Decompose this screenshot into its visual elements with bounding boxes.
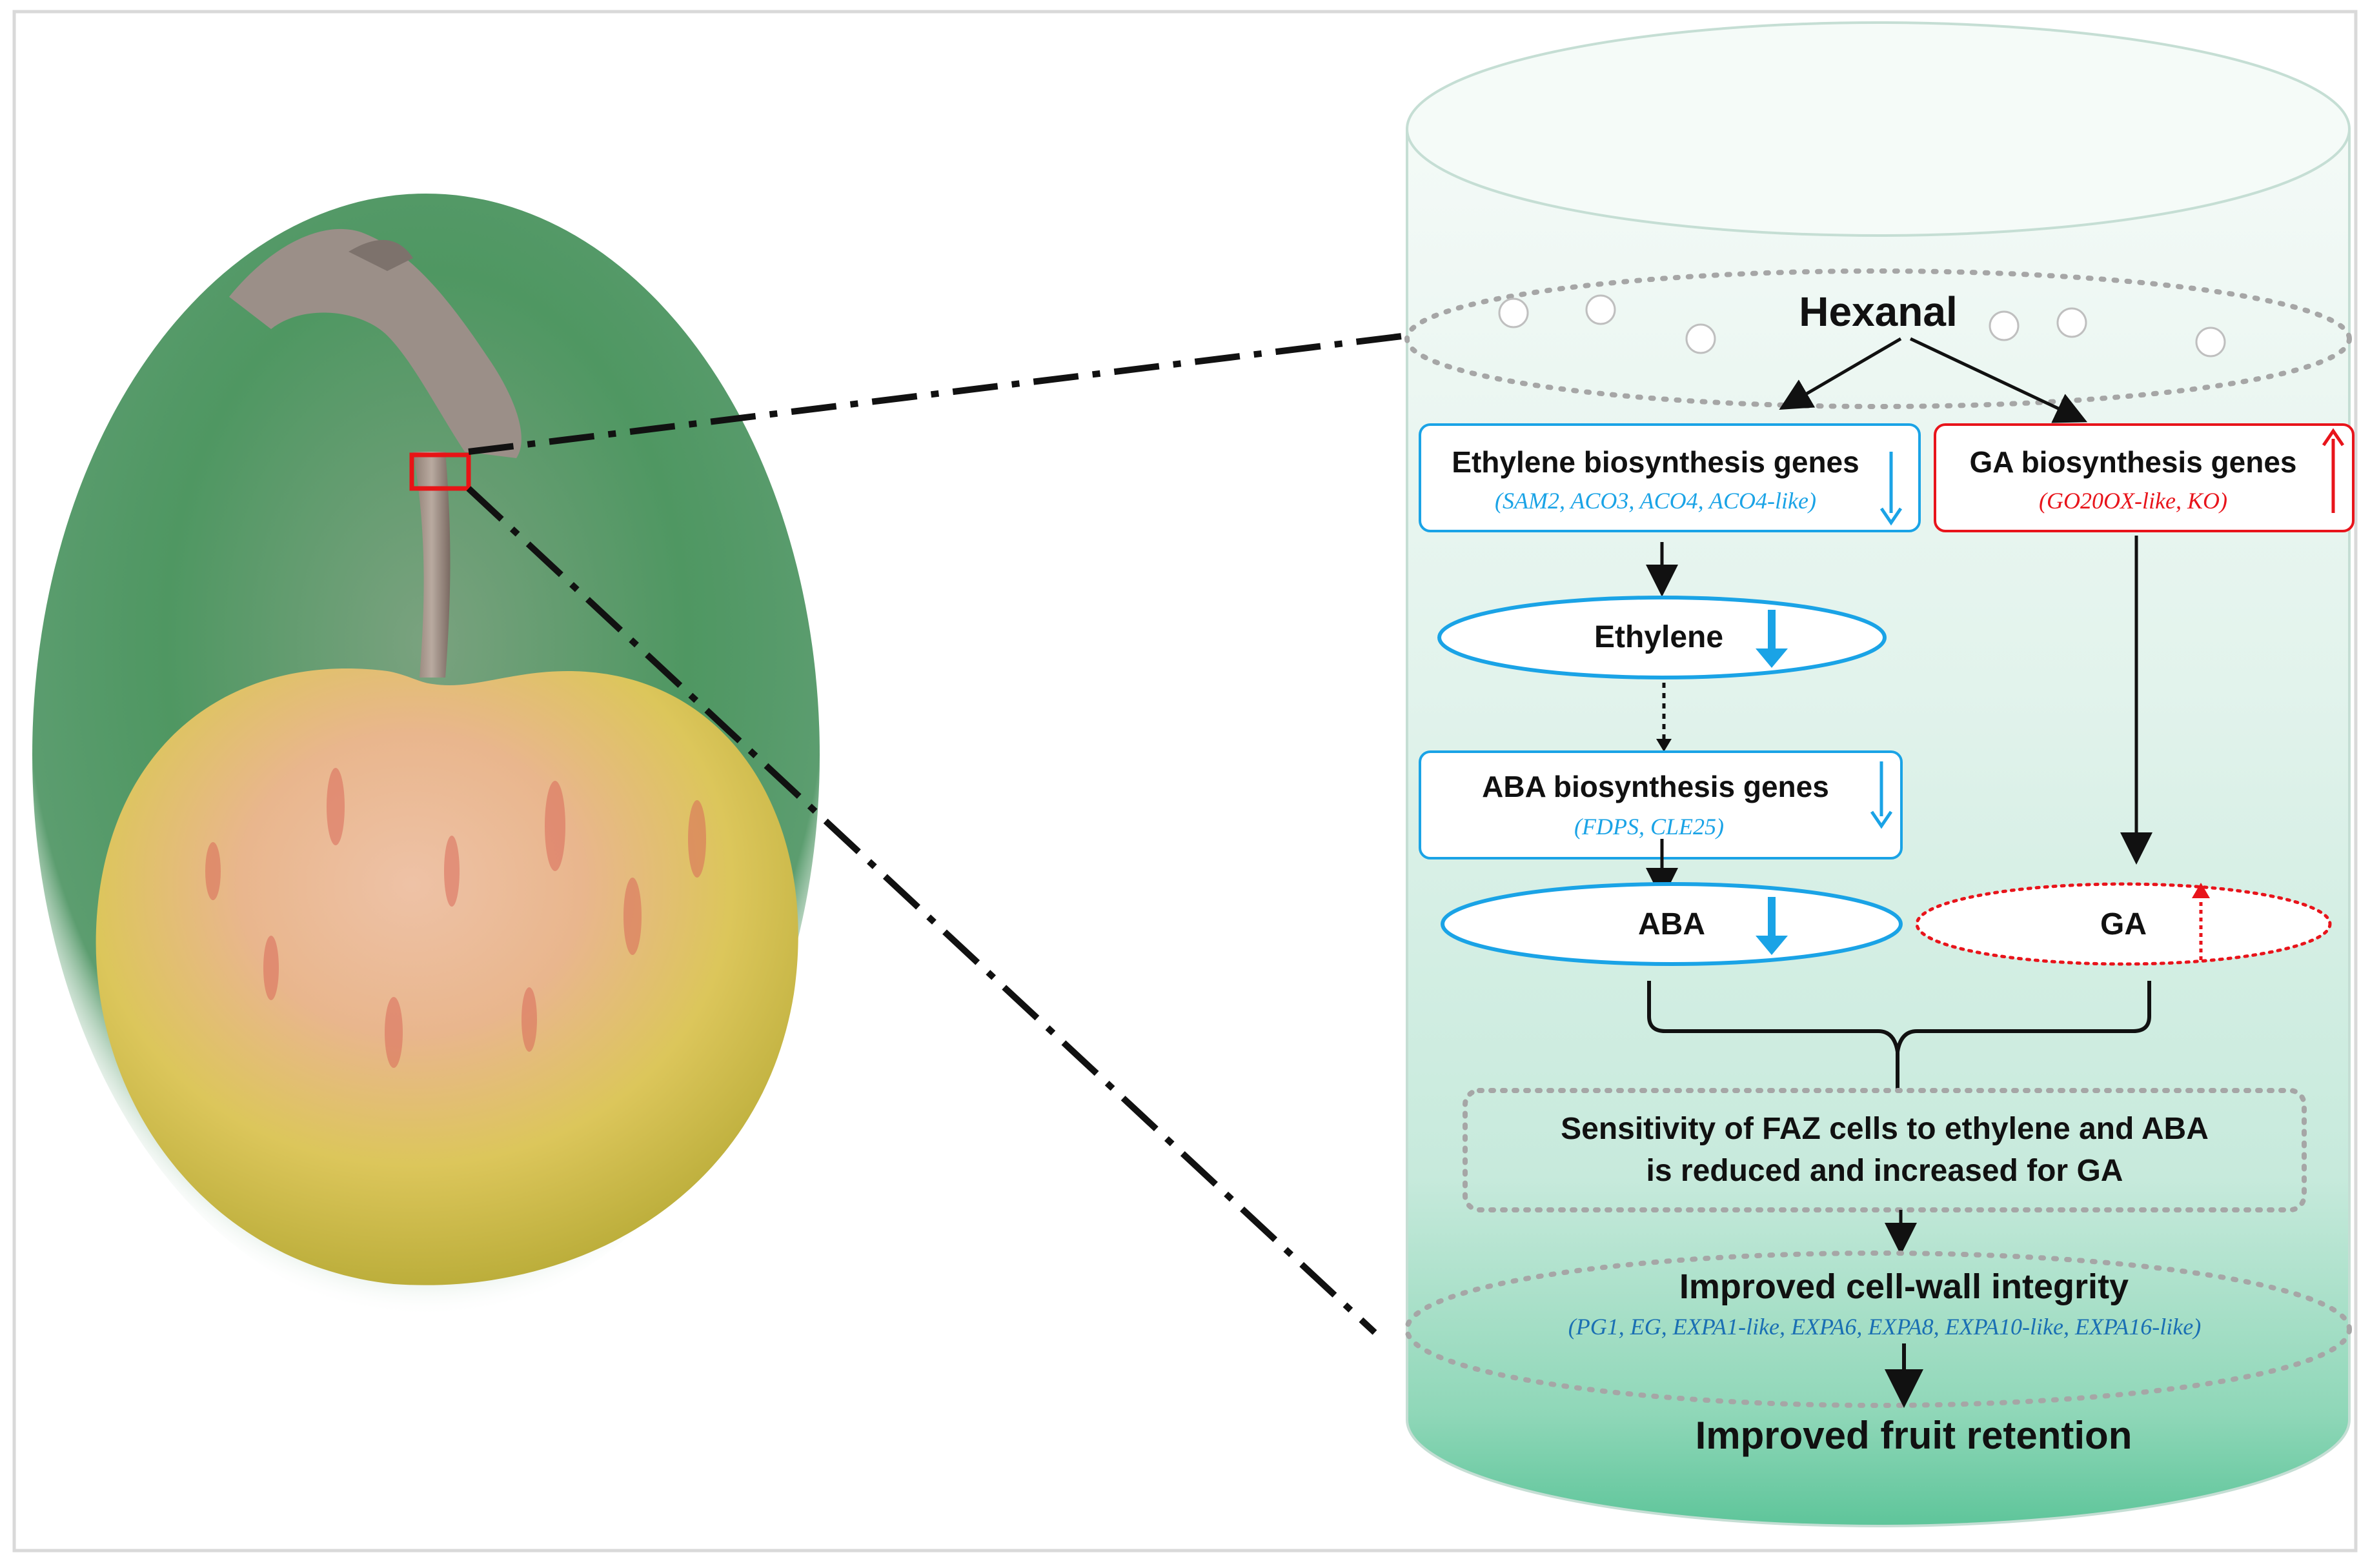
molecule-icon bbox=[2195, 327, 2226, 357]
figure-frame bbox=[12, 10, 2358, 1553]
up-arrow-icon-head bbox=[2322, 428, 2345, 447]
hexanal-region-outline bbox=[1404, 268, 2352, 409]
cell-wall-outline bbox=[1404, 1251, 2352, 1408]
ga-genes-frame bbox=[1934, 423, 2355, 532]
molecule-icon bbox=[2056, 307, 2087, 338]
down-arrow-icon-head bbox=[1756, 936, 1788, 955]
ethylene-label: Ethylene bbox=[1594, 620, 1723, 654]
ga-genes-title: GA biosynthesis genes bbox=[1970, 445, 2297, 479]
twig-bud bbox=[349, 239, 413, 271]
sensitivity-frame bbox=[1463, 1088, 2307, 1212]
zoom-line-upper bbox=[468, 332, 1408, 455]
ga-label: GA bbox=[2100, 907, 2147, 941]
cell-wall-title: Improved cell-wall integrity bbox=[1679, 1267, 2129, 1306]
cell-wall-genes: (PG1, EG, EXPA1-like, EXPA6, EXPA8, EXPA… bbox=[1568, 1314, 2201, 1340]
sensitivity-box: Sensitivity of FAZ cells to ethylene and… bbox=[1463, 1088, 2307, 1212]
ethylene-genes-frame bbox=[1419, 423, 1921, 532]
ga-node: GA bbox=[1915, 882, 2332, 966]
aba-genes-title: ABA biosynthesis genes bbox=[1482, 770, 1829, 803]
aba-label: ABA bbox=[1638, 907, 1705, 941]
ga-genes-list: (GO20OX-like, KO) bbox=[2039, 488, 2227, 514]
zoom-line-lower bbox=[466, 486, 1377, 1335]
magnified-region-box bbox=[409, 452, 471, 491]
ga-ellipse bbox=[1915, 882, 2332, 966]
aba-ellipse bbox=[1441, 882, 1903, 966]
molecule-icon bbox=[1989, 310, 2020, 341]
aba-genes-list: (FDPS, CLE25) bbox=[1574, 814, 1724, 839]
ethylene-genes-box: Ethylene biosynthesis genes (SAM2, ACO3,… bbox=[1419, 423, 1921, 532]
twig bbox=[229, 228, 522, 458]
ethylene-genes-title: Ethylene biosynthesis genes bbox=[1452, 445, 1859, 479]
apple-body bbox=[96, 668, 798, 1285]
aba-genes-box: ABA biosynthesis genes (FDPS, CLE25) bbox=[1419, 750, 1903, 859]
outcome-label: Improved fruit retention bbox=[1696, 1414, 2132, 1457]
up-arrow-icon-head bbox=[2192, 883, 2210, 898]
down-arrow-icon-head bbox=[1756, 648, 1788, 668]
molecule-icon bbox=[1498, 297, 1529, 328]
down-arrow-icon-head bbox=[1879, 507, 1903, 526]
aba-node: ABA bbox=[1441, 882, 1903, 966]
sensitivity-line-2: is reduced and increased for GA bbox=[1646, 1154, 2123, 1188]
cell-wall-node: Improved cell-wall integrity (PG1, EG, E… bbox=[1404, 1251, 2352, 1408]
apple-streaks bbox=[205, 768, 706, 1068]
dotted-arrow-head bbox=[1656, 739, 1672, 752]
hexanal-molecules bbox=[1498, 294, 2226, 357]
sensitivity-line-1: Sensitivity of FAZ cells to ethylene and… bbox=[1561, 1112, 2209, 1146]
down-arrow-icon-head bbox=[1870, 810, 1893, 829]
arrow-hexanal-to-ethylene-genes bbox=[1779, 337, 1902, 410]
apple-stem bbox=[413, 452, 451, 678]
ethylene-node: Ethylene bbox=[1437, 596, 1887, 679]
cylinder-top bbox=[1406, 21, 2351, 237]
molecule-icon bbox=[1685, 323, 1716, 354]
ethylene-genes-list: (SAM2, ACO3, ACO4, ACO4-like) bbox=[1495, 488, 1816, 514]
hexanal-label: Hexanal bbox=[1799, 288, 1957, 335]
arrow-hexanal-to-ga-genes bbox=[1909, 337, 2088, 423]
ga-genes-box: GA biosynthesis genes (GO20OX-like, KO) bbox=[1934, 423, 2355, 532]
apple-photo bbox=[32, 194, 820, 1316]
molecule-icon bbox=[1585, 294, 1616, 325]
